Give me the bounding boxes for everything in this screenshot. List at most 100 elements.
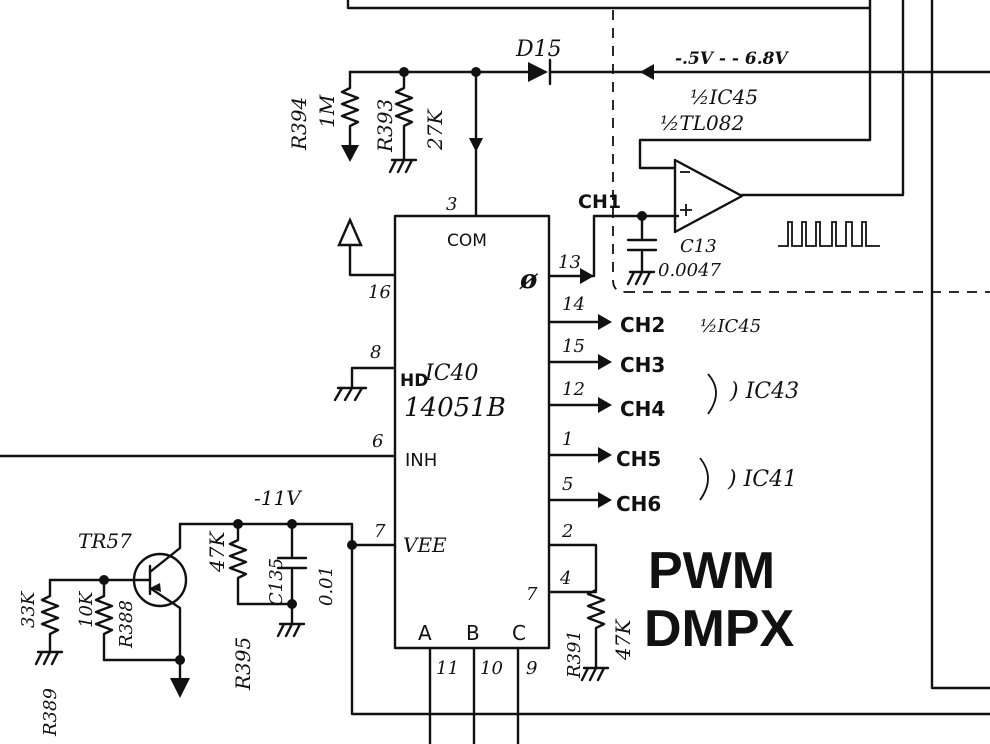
pin13-wire [547, 214, 680, 278]
ch2-label: CH2 [620, 313, 665, 337]
tr57-emitter-out [102, 658, 182, 682]
r391-resistor-icon [586, 588, 606, 670]
pin11-label: 11 [436, 658, 459, 679]
c135-capacitor-icon [276, 522, 308, 626]
r389-resistor-icon [40, 578, 60, 654]
r393-value: 27K [423, 109, 447, 151]
r393-label: R393 [373, 99, 397, 153]
ch6-label: CH6 [616, 492, 661, 516]
right-bus-wire [930, 0, 990, 690]
r394-label: R394 [287, 97, 311, 151]
vee-bus-wire [178, 522, 990, 716]
half-tl082-label: ½TL082 [660, 111, 744, 135]
ic45-ref: ½IC45 [700, 316, 761, 337]
junction-dot [347, 540, 357, 550]
r395-resistor-icon [228, 522, 294, 606]
tr57-label: TR57 [78, 529, 132, 553]
r391-value: 47K [611, 619, 635, 661]
pin3-label: 3 [446, 194, 457, 215]
c13-value: 0.0047 [658, 260, 722, 281]
r395-value: 47K [205, 531, 229, 573]
top-wire-left [346, 0, 872, 10]
ch1-label: CH1 [578, 191, 621, 213]
right-feedback-wire [740, 0, 905, 197]
d15-label: D15 [515, 37, 562, 62]
tr57-emitter [148, 586, 182, 662]
ground-icon [34, 650, 64, 666]
tr57-collector [148, 522, 182, 574]
ic40-label: IC40 [424, 361, 479, 386]
r394-resistor-icon [340, 70, 360, 152]
c135-label: C135 [266, 558, 287, 606]
ic43-brace-icon [707, 373, 717, 415]
junction-dot [287, 599, 297, 609]
ground-icon [388, 158, 418, 174]
pin9-label: 9 [526, 658, 537, 679]
pin16-wire [348, 243, 397, 277]
part-number-label: 14051B [404, 393, 506, 423]
half-ic45-label: ½IC45 [690, 85, 758, 109]
d15-diode-icon [528, 62, 548, 82]
ic41-ref: ) IC41 [727, 467, 797, 492]
r391-label: R391 [564, 630, 585, 679]
arrow-icon [598, 492, 612, 508]
feedback-wire [638, 0, 872, 170]
pin13-label: 13 [558, 252, 581, 273]
ground-icon [276, 622, 306, 638]
pin16-label: 16 [368, 282, 391, 303]
neg-supply-label: -11V [254, 486, 303, 510]
pin10-label: 10 [480, 658, 503, 679]
pin7b-label: 7 [526, 584, 538, 605]
r389-value: 33K [18, 590, 39, 628]
ic43-ref: ) IC43 [729, 379, 799, 404]
inh-label: INH [405, 450, 437, 471]
arrow-icon [598, 314, 612, 330]
pin-a-label: A [418, 621, 432, 645]
vee-label: VEE [403, 533, 447, 557]
arrow-icon [598, 397, 612, 413]
pin-c-label: C [512, 621, 526, 645]
pin2-wire [547, 543, 598, 592]
ic41-brace-icon [699, 457, 709, 501]
pin13-arrow-icon [580, 268, 594, 284]
r394-arrow-icon [341, 145, 359, 162]
pin15-label: 15 [562, 336, 585, 357]
r388-label: R388 [116, 600, 137, 649]
pin-b-label: B [466, 621, 480, 645]
pwm-title: PWM [648, 542, 775, 600]
signal-arrow-icon [640, 64, 654, 80]
pin7-label: 7 [374, 521, 386, 542]
pin6-label: 6 [372, 431, 383, 452]
arrow-icon [598, 354, 612, 370]
opamp-plus-icon [680, 204, 692, 216]
tr57-emitter-arrow-icon [150, 583, 161, 592]
ground-icon [626, 270, 656, 286]
pin5-label: 5 [562, 474, 573, 495]
pin4-label: 4 [559, 568, 571, 589]
pin12-label: 12 [562, 379, 585, 400]
r395-label: R395 [231, 637, 255, 691]
arrow-icon [598, 447, 612, 463]
phi-label: ø [519, 265, 539, 295]
ch5-label: CH5 [616, 447, 661, 471]
com-label: COM [447, 231, 487, 251]
pin2-label: 2 [561, 521, 573, 542]
ground-icon [580, 666, 610, 682]
dmpx-title: DMPX [644, 600, 795, 658]
r388-resistor-icon [94, 578, 114, 662]
c13-capacitor-icon [626, 214, 658, 274]
hd-label: HD [400, 371, 428, 391]
r394-value: 1M [315, 94, 339, 128]
com-arrow-icon [469, 138, 483, 152]
r393-resistor-icon [394, 70, 414, 162]
c135-value: 0.01 [316, 566, 337, 606]
opamp-triangle-icon [673, 158, 744, 234]
ch3-label: CH3 [620, 353, 665, 377]
voltage-label: -.5V - - 6.8V [675, 49, 789, 69]
ground-icon [333, 386, 368, 402]
dashed-boundary-corner [612, 279, 626, 293]
pwm-waveform-icon [778, 221, 880, 247]
r389-label: R389 [40, 688, 61, 737]
